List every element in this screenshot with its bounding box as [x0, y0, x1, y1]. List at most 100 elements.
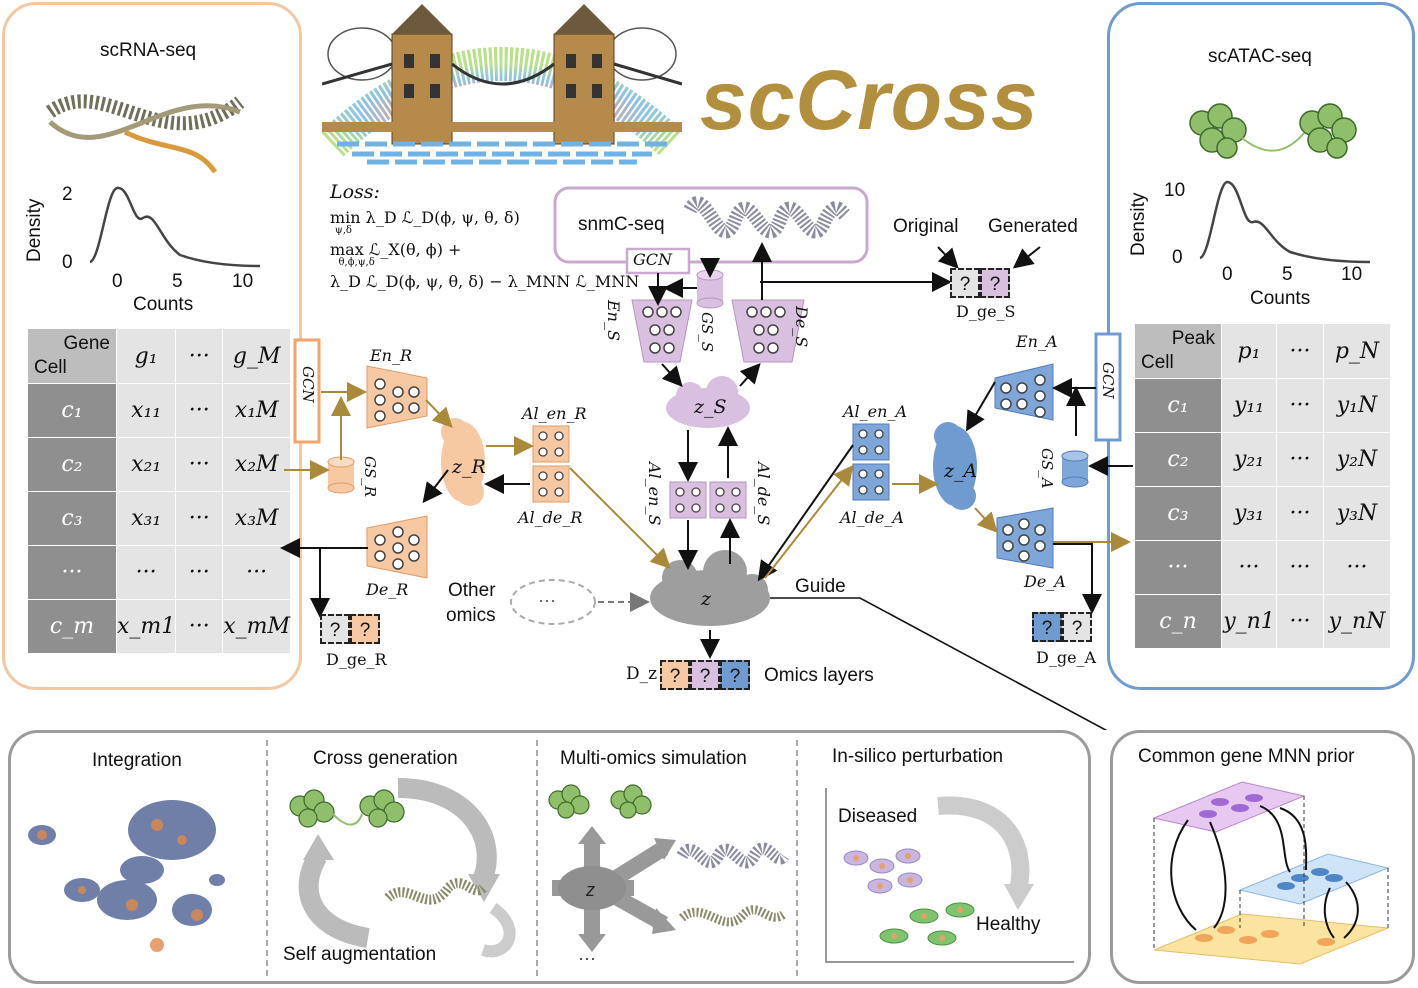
zr-label: z_R	[452, 456, 486, 478]
atac-col-header: ···	[1276, 323, 1324, 379]
gcn-s-label: GCN	[633, 250, 673, 269]
multi-omics-dots: ···	[578, 948, 596, 968]
z-cloud	[650, 550, 770, 626]
al-en-s-net	[669, 481, 707, 519]
zs-cloud	[666, 376, 750, 428]
rna-xtick-5: 5	[172, 271, 183, 292]
chromatin-icon	[1189, 103, 1357, 159]
bridge-illustration	[322, 4, 682, 165]
rna-density-curve	[89, 186, 261, 268]
de-a-label: De_A	[1024, 572, 1066, 591]
rna-cell: ···	[222, 545, 292, 600]
dge-r-generated-box: ?	[350, 614, 380, 644]
atac-row-header: c₁	[1134, 378, 1222, 433]
za-label: z_A	[944, 460, 978, 482]
loss-line1: min λ_D ℒ_D(ϕ, ψ, θ, δ)	[330, 208, 520, 227]
atac-cell: y₃N	[1323, 486, 1391, 541]
al-de-a-label: Al_de_A	[840, 508, 904, 527]
gcn-r-box	[293, 338, 321, 444]
rna-cell: ···	[175, 383, 224, 438]
atac-matrix: Peak Cell p₁ ··· p_N c₁ y₁₁ ··· y₁N c₂ y…	[1134, 323, 1391, 649]
guide-label: Guide	[795, 576, 846, 597]
al-en-s-label: Al_en_S	[645, 462, 664, 526]
omics-layers-label: Omics layers	[764, 665, 874, 686]
rna-cell: x₃M	[222, 491, 292, 546]
al-en-a-net	[852, 423, 890, 461]
snmc-label: snmC-seq	[578, 214, 665, 235]
loss-line3: λ_D ℒ_D(ϕ, ψ, θ, δ) − λ_MNN ℒ_MNN	[330, 272, 640, 292]
atac-cell: ···	[1221, 540, 1277, 595]
rna-cell: x₂₁	[115, 437, 177, 492]
atac-cell: ···	[1323, 540, 1391, 595]
en-s-label: En_S	[604, 300, 623, 341]
atac-density-curve	[1199, 180, 1371, 264]
rna-cell: ···	[175, 545, 224, 600]
gs-s-database-icon	[696, 269, 724, 309]
other-omics-ellipsis: ···	[538, 590, 556, 610]
other-omics-cloud	[510, 579, 596, 625]
atac-cell: y₂N	[1323, 432, 1391, 487]
dz-atac-box: ?	[720, 660, 750, 690]
multi-omics-z-text: z	[585, 880, 595, 900]
loss-line2: max ℒ_X(θ, ϕ) +	[330, 240, 462, 260]
dge-s-generated-box: ?	[980, 268, 1010, 298]
loss-label: Loss:	[330, 181, 380, 203]
atac-cell: y₂₁	[1221, 432, 1277, 487]
dna-helix-icon	[683, 196, 851, 239]
applications-panel	[8, 730, 1091, 984]
integration-umap	[28, 800, 225, 952]
gs-r-label: GS_R	[361, 456, 379, 498]
scatac-title: scATAC-seq	[1208, 46, 1312, 67]
en-a-label: En_A	[1016, 332, 1058, 351]
perturbation-illustration	[825, 788, 1074, 963]
atac-cell: y₁N	[1323, 378, 1391, 433]
atac-ytick-bottom: 0	[1172, 247, 1183, 268]
atac-cell: ···	[1276, 378, 1324, 433]
z-label: z	[701, 588, 712, 610]
al-en-r-net	[532, 425, 570, 463]
rna-matrix-corner: Gene Cell	[27, 328, 117, 384]
dge-s-boxes: ??	[950, 268, 1010, 298]
gs-s-label: GS_S	[698, 312, 716, 353]
en-r-label: En_R	[370, 346, 413, 365]
original-label: Original	[893, 216, 959, 237]
al-en-r-label: Al_en_R	[522, 404, 587, 423]
rna-corner-gene: Gene	[63, 333, 110, 354]
atac-cell: ···	[1276, 540, 1324, 595]
rna-ytick-top: 2	[62, 184, 73, 205]
atac-cell: ···	[1276, 594, 1324, 649]
atac-cell: y_nN	[1323, 594, 1391, 649]
rna-row-header: c₃	[27, 491, 117, 546]
atac-corner-peak: Peak	[1171, 328, 1215, 349]
cross-generation-title: Cross generation	[313, 748, 458, 769]
multi-omics-illustration: z ···	[548, 784, 789, 968]
atac-cell: ···	[1276, 486, 1324, 541]
atac-cell: y₃₁	[1221, 486, 1277, 541]
mnn-layers-illustration	[1152, 781, 1390, 965]
gcn-a-box	[1094, 332, 1122, 442]
atac-ytick-top: 10	[1164, 180, 1186, 201]
gcn-a-label: GCN	[1099, 362, 1117, 399]
al-en-a-label: Al_en_A	[843, 402, 907, 421]
rna-cell: x₁M	[222, 383, 292, 438]
rna-cell: x₁₁	[115, 383, 177, 438]
al-de-a-net	[852, 463, 890, 501]
rna-xtick-10: 10	[232, 271, 254, 292]
dz-snmc-box: ?	[690, 660, 720, 690]
atac-xtick-5: 5	[1282, 264, 1293, 285]
atac-matrix-corner: Peak Cell	[1134, 323, 1222, 379]
brand-title: scCross	[700, 53, 1039, 147]
dz-label: D_z	[626, 664, 658, 684]
gcn-r-label: GCN	[299, 366, 317, 403]
za-cloud	[933, 422, 977, 510]
atac-cell: y_n1	[1221, 594, 1277, 649]
dge-r-label: D_ge_R	[326, 650, 387, 669]
rna-helix-icon	[45, 94, 245, 174]
divider	[536, 740, 538, 976]
gs-a-label: GS_A	[1038, 448, 1056, 489]
rna-corner-cell: Cell	[34, 357, 67, 378]
architecture-diagram	[280, 186, 1133, 730]
generated-label: Generated	[988, 216, 1078, 237]
dge-a-label: D_ge_A	[1036, 648, 1097, 667]
dz-boxes: ???	[660, 660, 750, 690]
